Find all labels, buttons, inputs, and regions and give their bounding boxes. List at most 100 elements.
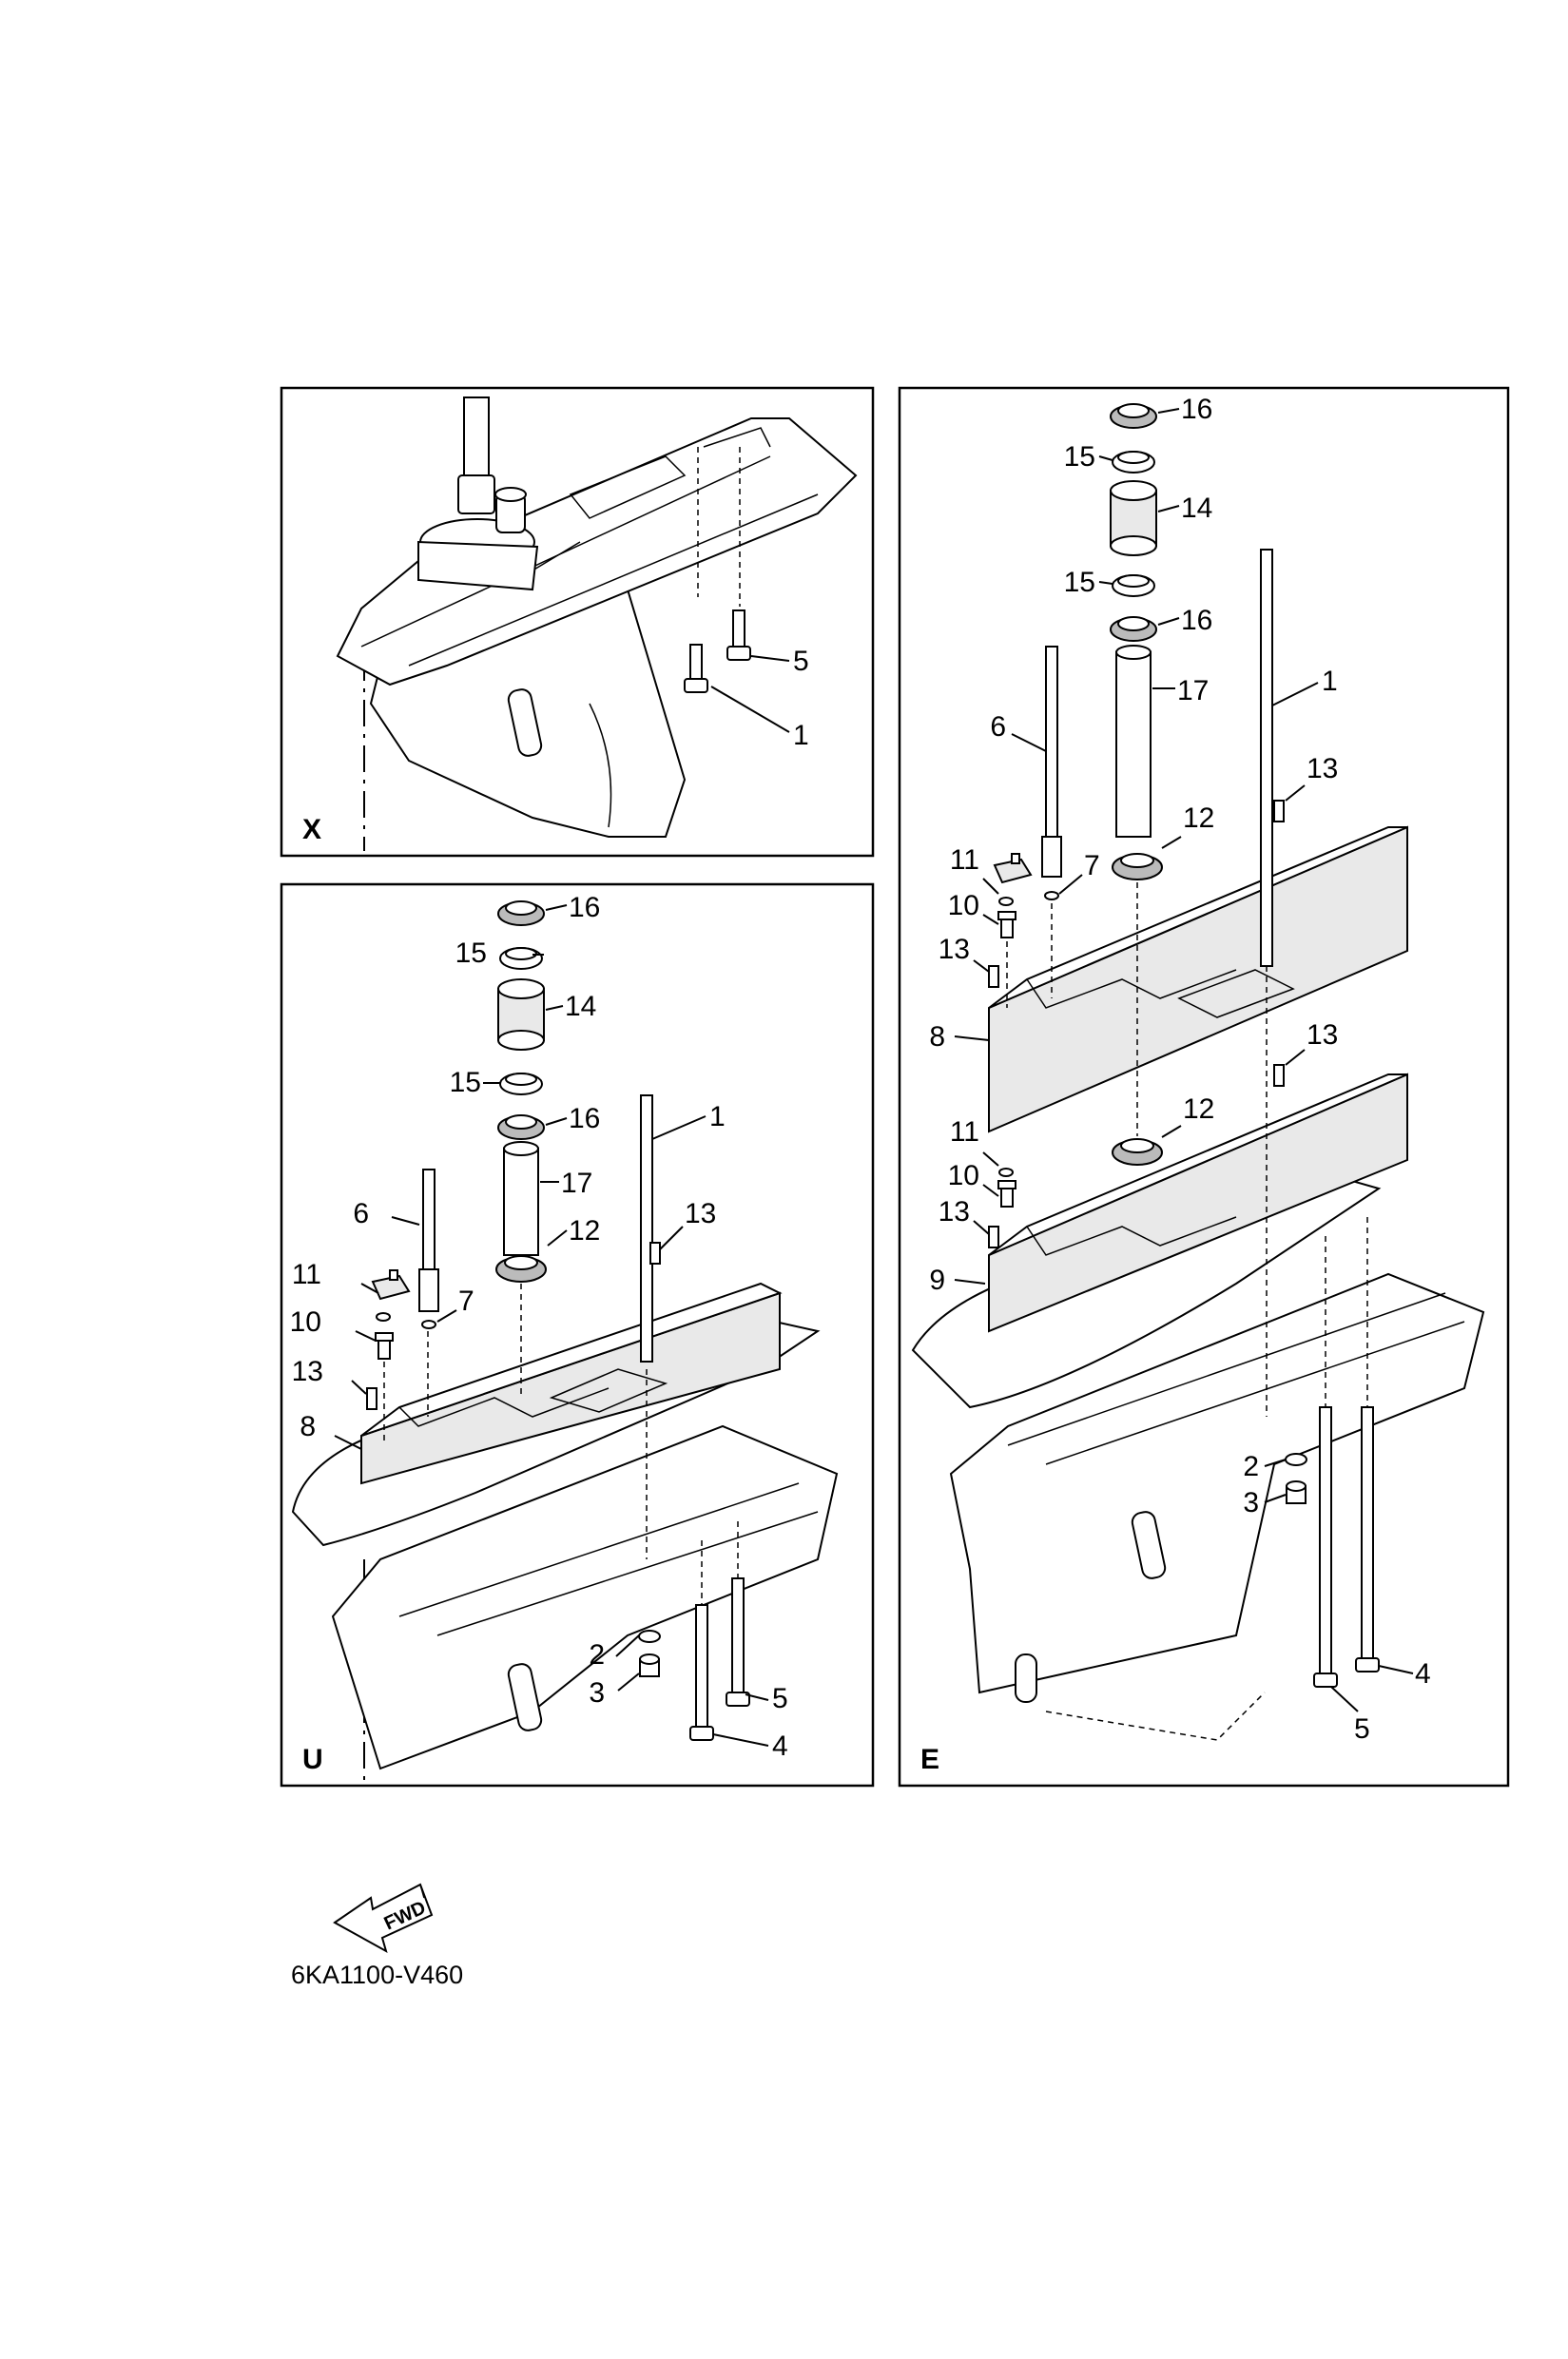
bush-14-u (497, 978, 545, 1051)
callout-12b: 12 (1183, 1093, 1214, 1125)
callout-13b: 13 (939, 934, 970, 965)
callout-12: 12 (569, 1215, 600, 1247)
callout-10a: 10 (948, 890, 979, 921)
dowel-13b-u (366, 1387, 377, 1410)
callout-3: 3 (1243, 1487, 1259, 1518)
callout-13a: 13 (685, 1198, 716, 1229)
bolt-4-e (1355, 1406, 1380, 1673)
plug-10a-e (997, 911, 1016, 938)
bolt-1-x (684, 644, 708, 693)
callout-15b: 15 (450, 1067, 481, 1098)
callout-16a: 16 (1181, 394, 1212, 425)
panel-e: 16 15 14 15 16 17 1 6 13 12 11 7 10 13 8… (898, 386, 1510, 1788)
callout-8: 8 (300, 1411, 316, 1442)
oring-7-u (421, 1320, 436, 1329)
panel-e-frame (898, 386, 1510, 1788)
callout-7: 7 (1084, 850, 1100, 881)
upper-case-x (336, 417, 858, 686)
oring-7-e (1044, 891, 1059, 900)
callout-16b: 16 (569, 1103, 600, 1134)
dowel-13d-e (988, 1226, 999, 1248)
driveshaft-x (463, 396, 490, 484)
callout-13b: 13 (292, 1356, 323, 1387)
panel-x-frame (280, 386, 875, 858)
driveshaft-6-u (418, 1169, 439, 1312)
callout-6: 6 (353, 1198, 369, 1229)
variant-label-u: U (302, 1744, 323, 1775)
callout-15a: 15 (455, 938, 487, 969)
callout-10: 10 (290, 1306, 321, 1338)
seal-15b-e (1112, 574, 1155, 597)
washer-2-e (1285, 1453, 1307, 1466)
callout-4: 4 (1415, 1658, 1431, 1690)
callout-13a: 13 (1307, 753, 1338, 784)
stud-1-u (640, 1094, 653, 1363)
callout-14: 14 (565, 991, 596, 1022)
callout-5: 5 (1354, 1713, 1370, 1745)
dowel-13b-e (988, 965, 999, 988)
bush-14-e (1110, 480, 1157, 556)
panel-x: 5 1 X (280, 386, 875, 858)
dowel-13c-e (1273, 1064, 1285, 1087)
seal-15a-u (499, 947, 543, 970)
callout-8: 8 (929, 1021, 945, 1053)
driveshaft-6-e (1041, 646, 1062, 878)
variant-label-e: E (920, 1744, 939, 1775)
panel-u: 16 15 14 15 16 17 12 1 13 6 7 11 10 13 8… (280, 882, 875, 1788)
callout-3: 3 (589, 1677, 605, 1709)
callout-15b: 15 (1064, 567, 1095, 598)
oring-11b-e (998, 1168, 1014, 1177)
extension-plate-9-e (911, 1168, 1382, 1409)
callout-17: 17 (1177, 675, 1209, 706)
callout-4: 4 (772, 1731, 788, 1762)
seal-16a-u (497, 900, 545, 926)
seal-15b-u (499, 1073, 543, 1095)
washer-2-u (638, 1630, 661, 1643)
callout-10b: 10 (948, 1160, 979, 1191)
lower-casing-u (331, 1424, 839, 1770)
holder-e (993, 853, 1033, 884)
bolt-5-u (726, 1577, 750, 1707)
callout-15a: 15 (1064, 441, 1095, 473)
oring-11-u (376, 1312, 391, 1322)
callout-13c: 13 (1307, 1019, 1338, 1051)
drawing-code: 6KA1100-V460 (291, 1961, 463, 1989)
callout-7: 7 (458, 1286, 474, 1317)
callout-1: 1 (793, 720, 809, 751)
fwd-arrow-icon (333, 1883, 434, 1954)
lower-casing-e (949, 1272, 1485, 1694)
seal-16b-e (1110, 616, 1157, 642)
seal-16a-e (1110, 403, 1157, 429)
callout-11a: 11 (950, 844, 979, 876)
callout-5: 5 (793, 646, 809, 677)
callout-11: 11 (292, 1259, 321, 1290)
callout-14: 14 (1181, 493, 1212, 524)
callout-16a: 16 (569, 892, 600, 923)
bolt-4-u (689, 1604, 714, 1741)
nut-3-e (1286, 1480, 1307, 1504)
callout-1: 1 (1322, 666, 1338, 697)
pipe-17-e (1115, 645, 1152, 838)
nut-3-u (639, 1653, 660, 1677)
callout-6: 6 (990, 711, 1006, 743)
pipe-17-u (503, 1141, 539, 1256)
callout-12a: 12 (1183, 802, 1214, 834)
callout-17: 17 (561, 1168, 592, 1199)
plug-10-u (375, 1332, 394, 1360)
oring-11a-e (998, 897, 1014, 906)
bolt-5-e (1313, 1406, 1338, 1688)
plug-10b-e (997, 1180, 1016, 1208)
variant-label-x: X (302, 814, 321, 845)
seal-16b-u (497, 1114, 545, 1140)
grommet-12-u (495, 1255, 547, 1283)
seal-15a-e (1112, 451, 1155, 474)
callout-16b: 16 (1181, 605, 1212, 636)
grommet-12a-e (1112, 853, 1163, 880)
dowel-13a-e (1273, 800, 1285, 822)
panel-u-frame (280, 882, 875, 1788)
callout-13d: 13 (939, 1196, 970, 1228)
callout-2: 2 (589, 1639, 605, 1671)
callout-1: 1 (709, 1101, 726, 1132)
stud-1-e (1260, 549, 1273, 967)
